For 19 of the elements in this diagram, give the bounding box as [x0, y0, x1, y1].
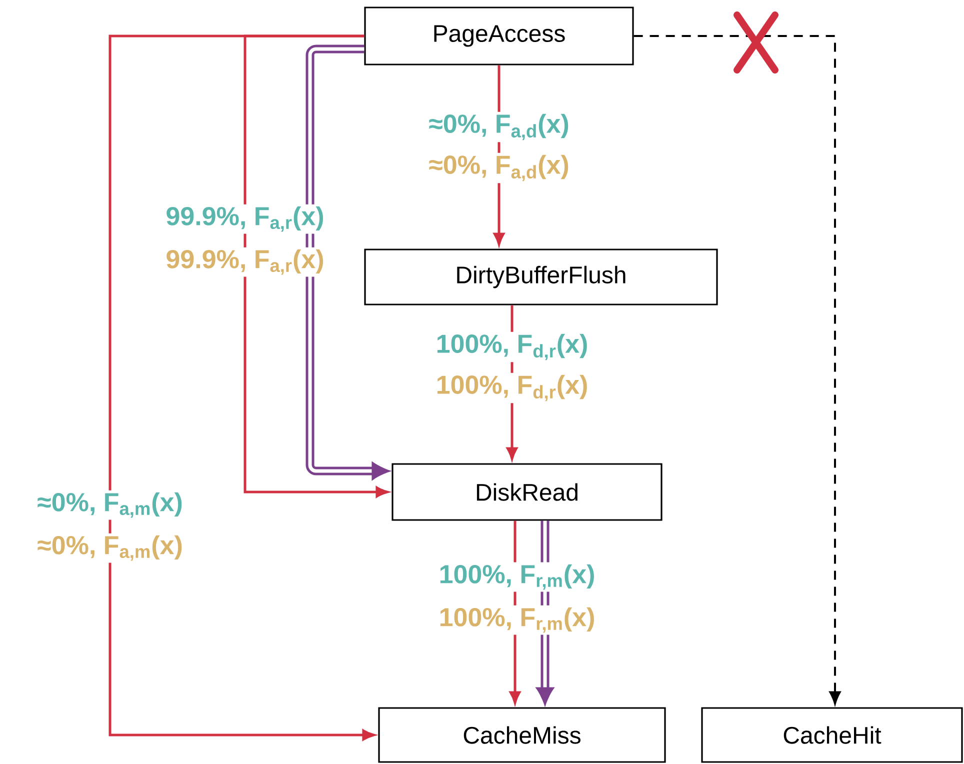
arrow [108, 34, 375, 740]
process-box: PageAccess [364, 6, 634, 66]
flow-label: 100%, F$_{d,r}$(x) [434, 372, 590, 404]
flow-label: ≈0%, F$_{a,d}$(x) [426, 152, 572, 184]
edge-label: 100%, F$_{d,r}$(x) [434, 332, 590, 362]
flow-label: 99.9%, F$_{a,r}$(x) [164, 247, 326, 277]
arrow [244, 34, 388, 498]
process-box: DiskRead [392, 463, 662, 521]
edge-label: ≈0%, F$_{a,d}$(x) [426, 112, 572, 142]
flow-label: ≈0%, F$_{a,m}$(x) [35, 533, 185, 563]
process-box: CacheMiss [378, 707, 666, 763]
edge-label: 99.9%, F$_{a,r}$(x) [164, 204, 326, 234]
arrow [306, 44, 389, 480]
arrow [634, 35, 841, 704]
process-box: DirtyBufferFlush [364, 248, 718, 306]
edge-label: 100%, F$_{r,m}$(x) [436, 562, 598, 592]
flow-label: 100%, F$_{r,m}$(x) [436, 605, 598, 635]
process-box: CacheHit [701, 707, 963, 763]
edge-label: ≈0%, F$_{a,m}$(x) [35, 490, 185, 520]
